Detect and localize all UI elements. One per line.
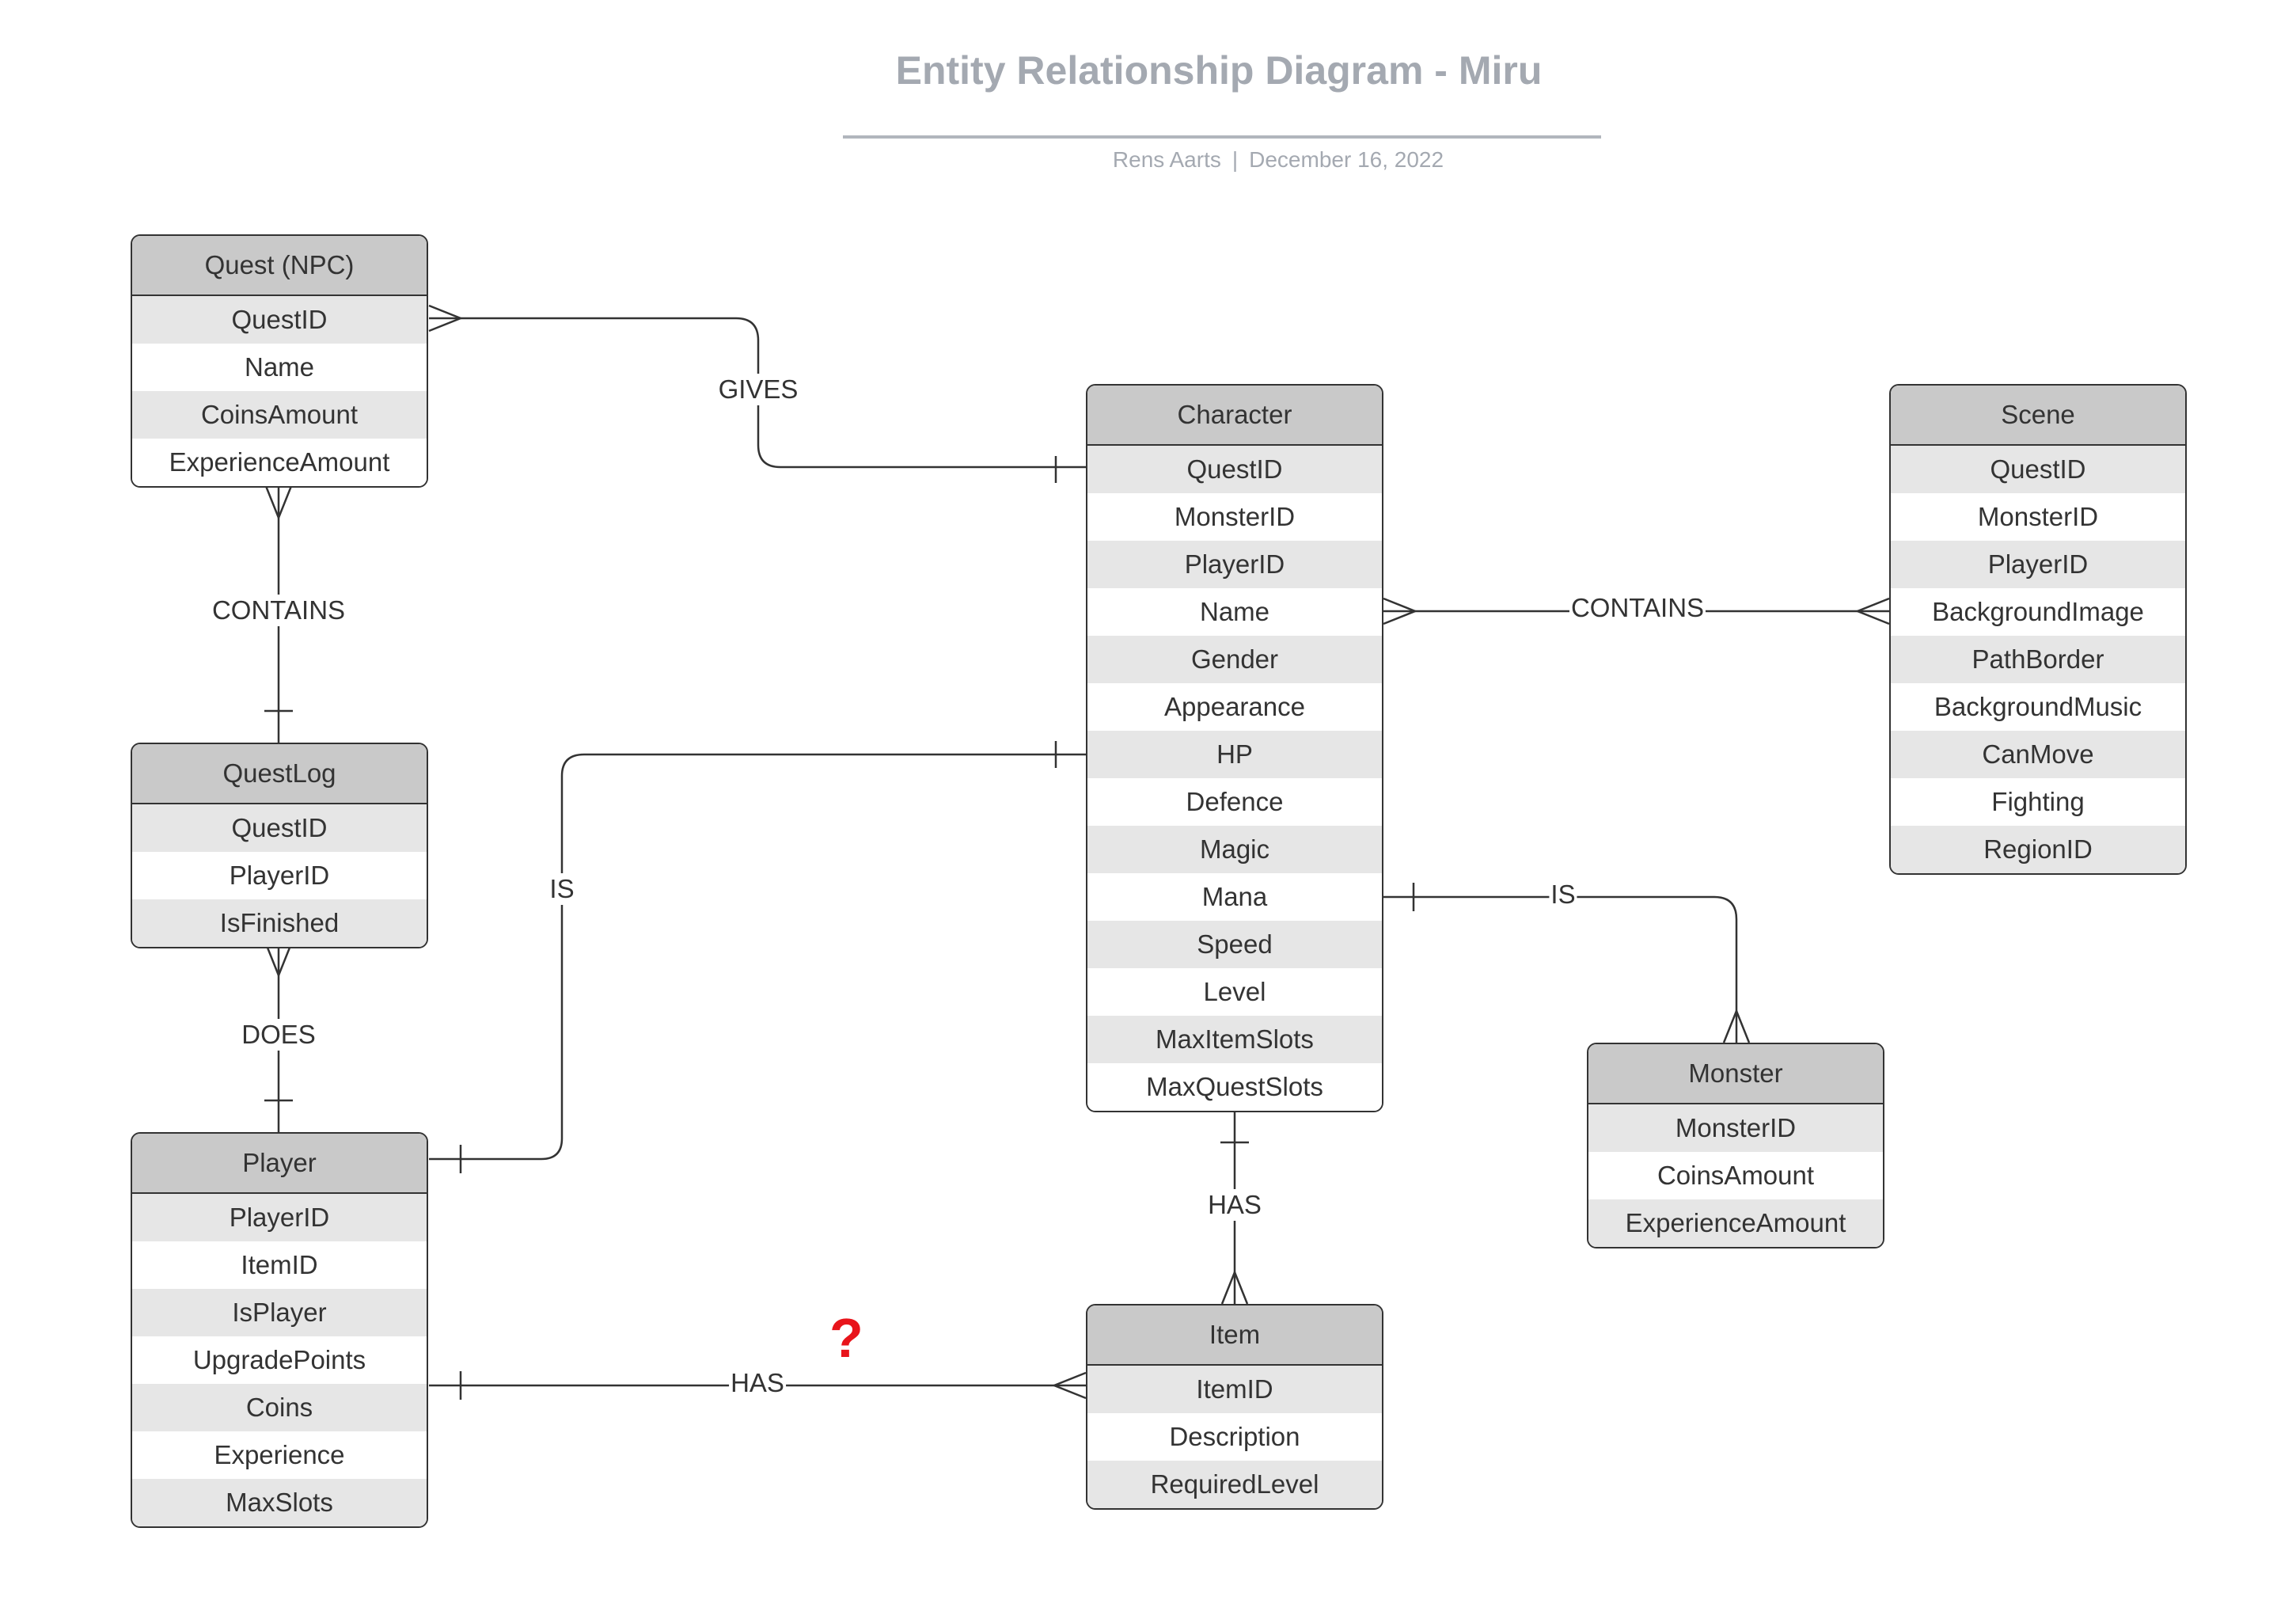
field-row: CanMove bbox=[1891, 731, 2185, 778]
author-name: Rens Aarts bbox=[1112, 147, 1221, 172]
field-row: PlayerID bbox=[132, 1194, 427, 1241]
entity-header: Quest (NPC) bbox=[132, 236, 427, 296]
field-row: Defence bbox=[1087, 778, 1382, 826]
field-row: Description bbox=[1087, 1413, 1382, 1461]
byline-separator: | bbox=[1231, 147, 1239, 172]
field-row: MaxQuestSlots bbox=[1087, 1063, 1382, 1111]
relationship-label-has-item: HAS bbox=[1206, 1189, 1263, 1221]
entity-scene[interactable]: Scene QuestID MonsterID PlayerID Backgro… bbox=[1889, 384, 2187, 875]
is-monster-line bbox=[1383, 895, 1738, 1043]
field-row: PlayerID bbox=[1087, 541, 1382, 588]
field-row: BackgroundImage bbox=[1891, 588, 2185, 636]
gives-crowfoot-many bbox=[428, 304, 464, 333]
entity-fields: QuestID MonsterID PlayerID Name Gender A… bbox=[1087, 446, 1382, 1111]
field-row: Level bbox=[1087, 968, 1382, 1016]
field-row: MaxSlots bbox=[132, 1479, 427, 1526]
field-row: Experience bbox=[132, 1431, 427, 1479]
entity-questlog[interactable]: QuestLog QuestID PlayerID IsFinished bbox=[131, 743, 428, 948]
relationship-label-contains-scene: CONTAINS bbox=[1569, 592, 1706, 624]
relationship-label-does: DOES bbox=[240, 1019, 317, 1051]
field-row: RequiredLevel bbox=[1087, 1461, 1382, 1508]
field-row: MonsterID bbox=[1087, 493, 1382, 541]
entity-quest-npc[interactable]: Quest (NPC) QuestID Name CoinsAmount Exp… bbox=[131, 234, 428, 488]
entity-header: Scene bbox=[1891, 386, 2185, 446]
entity-fields: QuestID Name CoinsAmount ExperienceAmoun… bbox=[132, 296, 427, 486]
is-monster-crowfoot-many bbox=[1722, 1008, 1751, 1043]
entity-item[interactable]: Item ItemID Description RequiredLevel bbox=[1086, 1304, 1383, 1510]
is-player-line bbox=[429, 753, 1086, 1161]
diagram-title: Entity Relationship Diagram - Miru bbox=[895, 48, 1543, 93]
field-row: Gender bbox=[1087, 636, 1382, 683]
title-divider bbox=[843, 135, 1601, 139]
field-row: Name bbox=[132, 344, 427, 391]
diagram-date: December 16, 2022 bbox=[1249, 147, 1444, 172]
question-mark-annotation: ? bbox=[829, 1307, 863, 1369]
field-row: QuestID bbox=[132, 804, 427, 852]
field-row: MonsterID bbox=[1891, 493, 2185, 541]
field-row: QuestID bbox=[1087, 446, 1382, 493]
field-row: QuestID bbox=[1891, 446, 2185, 493]
field-row: CoinsAmount bbox=[132, 391, 427, 439]
relationship-label-is-player: IS bbox=[548, 873, 576, 905]
player-has-crowfoot-many bbox=[1051, 1371, 1087, 1400]
entity-fields: QuestID MonsterID PlayerID BackgroundIma… bbox=[1891, 446, 2185, 873]
field-row: ExperienceAmount bbox=[132, 439, 427, 486]
field-row: PlayerID bbox=[1891, 541, 2185, 588]
relationship-label-gives: GIVES bbox=[716, 374, 800, 405]
field-row: UpgradePoints bbox=[132, 1336, 427, 1384]
entity-fields: ItemID Description RequiredLevel bbox=[1087, 1366, 1382, 1508]
field-row: Magic bbox=[1087, 826, 1382, 873]
does-crowfoot-many bbox=[264, 943, 293, 979]
entity-header: QuestLog bbox=[132, 744, 427, 804]
entity-header: Item bbox=[1087, 1305, 1382, 1366]
field-row: HP bbox=[1087, 731, 1382, 778]
field-row: CoinsAmount bbox=[1588, 1152, 1883, 1199]
diagram-byline: Rens Aarts | December 16, 2022 bbox=[839, 147, 1717, 173]
entity-character[interactable]: Character QuestID MonsterID PlayerID Nam… bbox=[1086, 384, 1383, 1112]
field-row: Name bbox=[1087, 588, 1382, 636]
contains-scene-crowfoot-many-character bbox=[1383, 597, 1418, 625]
field-row: Appearance bbox=[1087, 683, 1382, 731]
field-row: IsFinished bbox=[132, 899, 427, 947]
contains-quest-crowfoot-many bbox=[264, 485, 293, 521]
field-row: QuestID bbox=[132, 296, 427, 344]
field-row: ItemID bbox=[1087, 1366, 1382, 1413]
entity-fields: PlayerID ItemID IsPlayer UpgradePoints C… bbox=[132, 1194, 427, 1526]
field-row: RegionID bbox=[1891, 826, 2185, 873]
contains-scene-crowfoot-many-scene bbox=[1854, 597, 1890, 625]
field-row: Coins bbox=[132, 1384, 427, 1431]
field-row: MonsterID bbox=[1588, 1104, 1883, 1152]
relationship-label-contains-quest: CONTAINS bbox=[210, 595, 347, 626]
field-row: PathBorder bbox=[1891, 636, 2185, 683]
field-row: Speed bbox=[1087, 921, 1382, 968]
entity-header: Monster bbox=[1588, 1044, 1883, 1104]
entity-fields: MonsterID CoinsAmount ExperienceAmount bbox=[1588, 1104, 1883, 1247]
field-row: Mana bbox=[1087, 873, 1382, 921]
field-row: Fighting bbox=[1891, 778, 2185, 826]
field-row: PlayerID bbox=[132, 852, 427, 899]
entity-player[interactable]: Player PlayerID ItemID IsPlayer UpgradeP… bbox=[131, 1132, 428, 1528]
field-row: IsPlayer bbox=[132, 1289, 427, 1336]
field-row: MaxItemSlots bbox=[1087, 1016, 1382, 1063]
relationship-label-is-monster: IS bbox=[1549, 879, 1577, 910]
has-item-crowfoot-many bbox=[1220, 1269, 1249, 1305]
field-row: ItemID bbox=[132, 1241, 427, 1289]
entity-header: Character bbox=[1087, 386, 1382, 446]
field-row: BackgroundMusic bbox=[1891, 683, 2185, 731]
field-row: ExperienceAmount bbox=[1588, 1199, 1883, 1247]
entity-monster[interactable]: Monster MonsterID CoinsAmount Experience… bbox=[1587, 1043, 1884, 1248]
entity-header: Player bbox=[132, 1134, 427, 1194]
entity-fields: QuestID PlayerID IsFinished bbox=[132, 804, 427, 947]
relationship-label-player-has: HAS bbox=[729, 1367, 786, 1399]
